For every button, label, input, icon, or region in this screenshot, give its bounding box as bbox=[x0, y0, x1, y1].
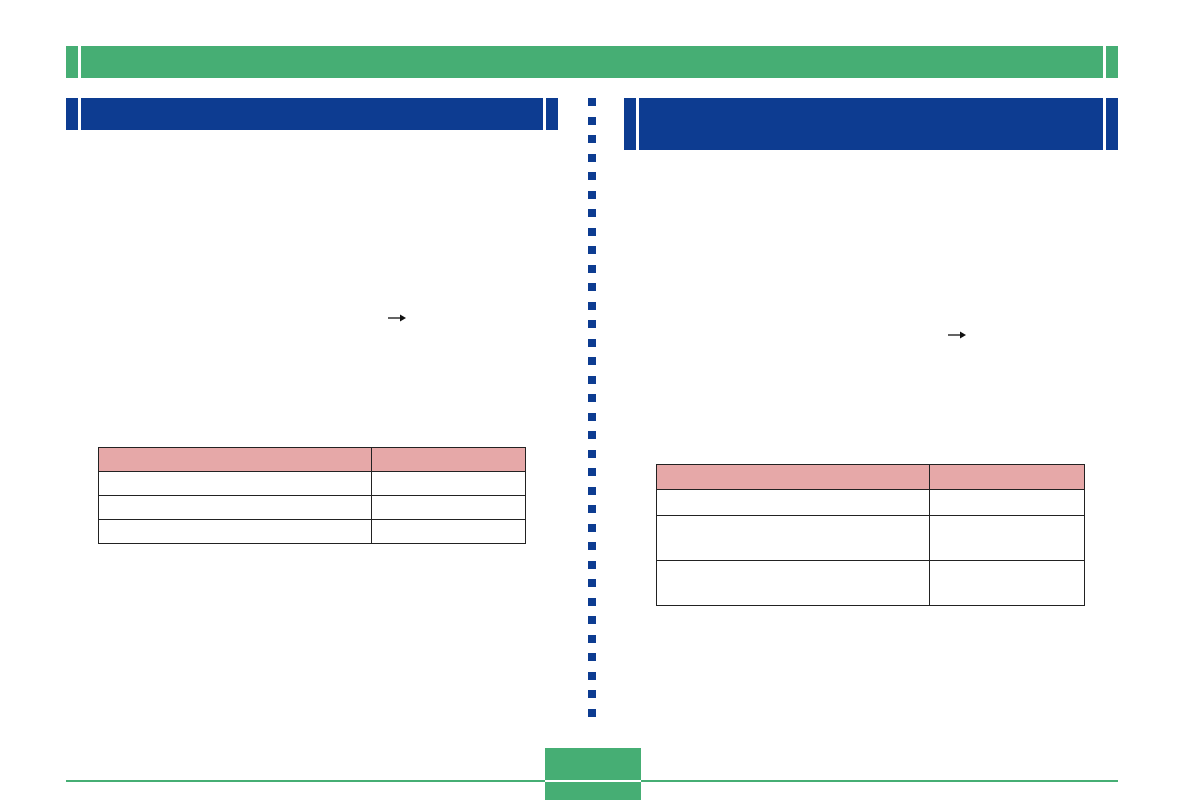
separator-dot bbox=[588, 172, 596, 180]
table-cell bbox=[656, 489, 930, 516]
left-header-notch-right bbox=[543, 98, 546, 130]
separator-dot bbox=[588, 450, 596, 458]
banner-notch-right bbox=[1103, 46, 1106, 78]
table-row bbox=[98, 519, 526, 544]
banner-notch-left bbox=[78, 46, 81, 78]
footer-rule-left bbox=[66, 780, 546, 782]
table-cell bbox=[929, 515, 1085, 561]
right-header-notch-right bbox=[1103, 98, 1106, 150]
separator-dot bbox=[588, 357, 596, 365]
right-table bbox=[656, 464, 1085, 606]
table-cell bbox=[98, 471, 372, 496]
left-header-notch-left bbox=[78, 98, 81, 130]
separator-dot bbox=[588, 616, 596, 624]
separator-dot bbox=[588, 135, 596, 143]
footer-rule-right bbox=[640, 780, 1118, 782]
separator-dot bbox=[588, 191, 596, 199]
table-cell bbox=[371, 471, 526, 496]
left-section-header bbox=[66, 98, 558, 130]
separator-dot bbox=[588, 246, 596, 254]
table-cell bbox=[929, 489, 1085, 516]
table-row bbox=[98, 495, 526, 520]
table-cell bbox=[98, 495, 372, 520]
separator-dot bbox=[588, 672, 596, 680]
separator-dot bbox=[588, 505, 596, 513]
table-cell bbox=[929, 560, 1085, 606]
separator-dot bbox=[588, 431, 596, 439]
separator-dot bbox=[588, 598, 596, 606]
right-header-notch-left bbox=[636, 98, 639, 150]
table-row bbox=[656, 515, 1085, 561]
right-arrow-icon bbox=[388, 314, 406, 322]
separator-dot bbox=[588, 320, 596, 328]
separator-dot bbox=[588, 394, 596, 402]
table-cell bbox=[656, 560, 930, 606]
separator-dot bbox=[588, 487, 596, 495]
separator-dot bbox=[588, 635, 596, 643]
separator-dot bbox=[588, 579, 596, 587]
table-cell bbox=[371, 519, 526, 544]
table-row bbox=[656, 560, 1085, 606]
separator-dot bbox=[588, 542, 596, 550]
separator-dot bbox=[588, 524, 596, 532]
table-row bbox=[98, 471, 526, 496]
separator-dot bbox=[588, 98, 596, 106]
separator-dot bbox=[588, 690, 596, 698]
table-cell bbox=[98, 519, 372, 544]
table-header-row bbox=[656, 464, 1085, 490]
separator-dot bbox=[588, 561, 596, 569]
separator-dot bbox=[588, 376, 596, 384]
left-table bbox=[98, 447, 526, 544]
page-tab-divider bbox=[545, 780, 641, 782]
page-number-tab bbox=[545, 748, 641, 800]
table-row bbox=[656, 489, 1085, 516]
right-section-header bbox=[624, 98, 1118, 150]
separator-dot bbox=[588, 468, 596, 476]
table-cell bbox=[371, 495, 526, 520]
separator-dot bbox=[588, 228, 596, 236]
separator-dot bbox=[588, 653, 596, 661]
separator-dot bbox=[588, 209, 596, 217]
right-arrow-icon bbox=[948, 331, 966, 339]
table-header-cell bbox=[98, 447, 372, 472]
separator-dot bbox=[588, 302, 596, 310]
separator-dot bbox=[588, 154, 596, 162]
separator-dot bbox=[588, 709, 596, 717]
separator-dot bbox=[588, 117, 596, 125]
separator-dot bbox=[588, 339, 596, 347]
table-header-cell bbox=[929, 464, 1085, 490]
table-header-row bbox=[98, 447, 526, 472]
table-header-cell bbox=[371, 447, 526, 472]
table-cell bbox=[656, 515, 930, 561]
separator-dot bbox=[588, 283, 596, 291]
top-banner bbox=[66, 46, 1118, 78]
separator-dot bbox=[588, 413, 596, 421]
table-header-cell bbox=[656, 464, 930, 490]
separator-dot bbox=[588, 265, 596, 273]
